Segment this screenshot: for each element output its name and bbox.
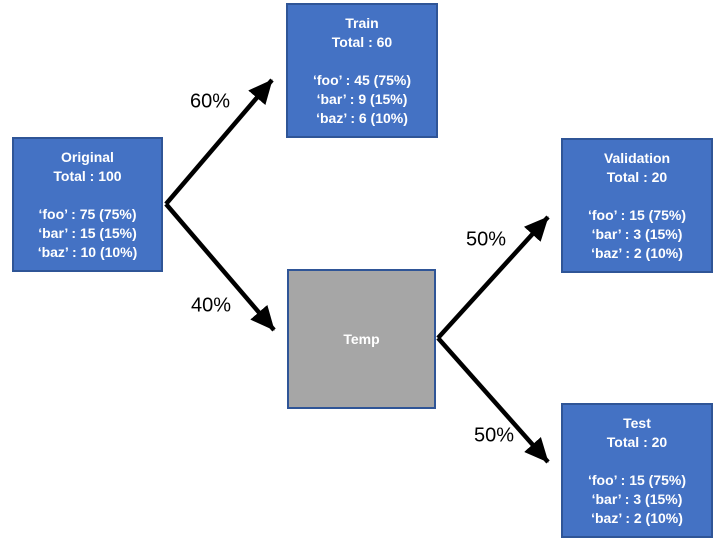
node-temp: Temp — [287, 269, 436, 409]
node-line: ‘bar’ : 9 (15%) — [316, 90, 408, 107]
node-line: ‘baz’ : 10 (10%) — [37, 243, 138, 260]
node-total: Total : 20 — [606, 168, 668, 185]
node-line: ‘foo’ : 75 (75%) — [38, 205, 137, 222]
node-total: Total : 20 — [606, 433, 668, 450]
node-total: Total : 100 — [53, 167, 122, 184]
node-line: ‘foo’ : 45 (75%) — [312, 71, 412, 88]
node-title: Test — [623, 414, 651, 431]
edge-label-original-train: 60% — [189, 90, 231, 113]
node-title: Temp — [343, 330, 380, 347]
node-line: ‘baz’ : 2 (10%) — [591, 509, 683, 526]
edge-label-temp-test: 50% — [473, 424, 515, 447]
node-title: Train — [345, 14, 379, 31]
node-line: ‘bar’ : 15 (15%) — [38, 224, 137, 241]
node-line: ‘bar’ : 3 (15%) — [591, 490, 683, 507]
node-line: ‘foo’ : 15 (75%) — [587, 471, 687, 488]
node-test: Test Total : 20 ‘foo’ : 15 (75%) ‘bar’ :… — [561, 403, 713, 538]
edge-label-original-temp: 40% — [190, 294, 232, 317]
node-line: ‘baz’ : 6 (10%) — [316, 109, 408, 126]
edge-label-temp-validation: 50% — [465, 228, 507, 251]
node-original: Original Total : 100 ‘foo’ : 75 (75%) ‘b… — [12, 137, 163, 272]
node-line: ‘foo’ : 15 (75%) — [587, 206, 687, 223]
node-total: Total : 60 — [331, 33, 393, 50]
node-line: ‘bar’ : 3 (15%) — [591, 225, 683, 242]
node-train: Train Total : 60 ‘foo’ : 45 (75%) ‘bar’ … — [286, 3, 438, 138]
node-title: Original — [61, 148, 114, 165]
node-validation: Validation Total : 20 ‘foo’ : 15 (75%) ‘… — [561, 138, 713, 273]
node-title: Validation — [603, 149, 671, 166]
node-line: ‘baz’ : 2 (10%) — [591, 244, 683, 261]
